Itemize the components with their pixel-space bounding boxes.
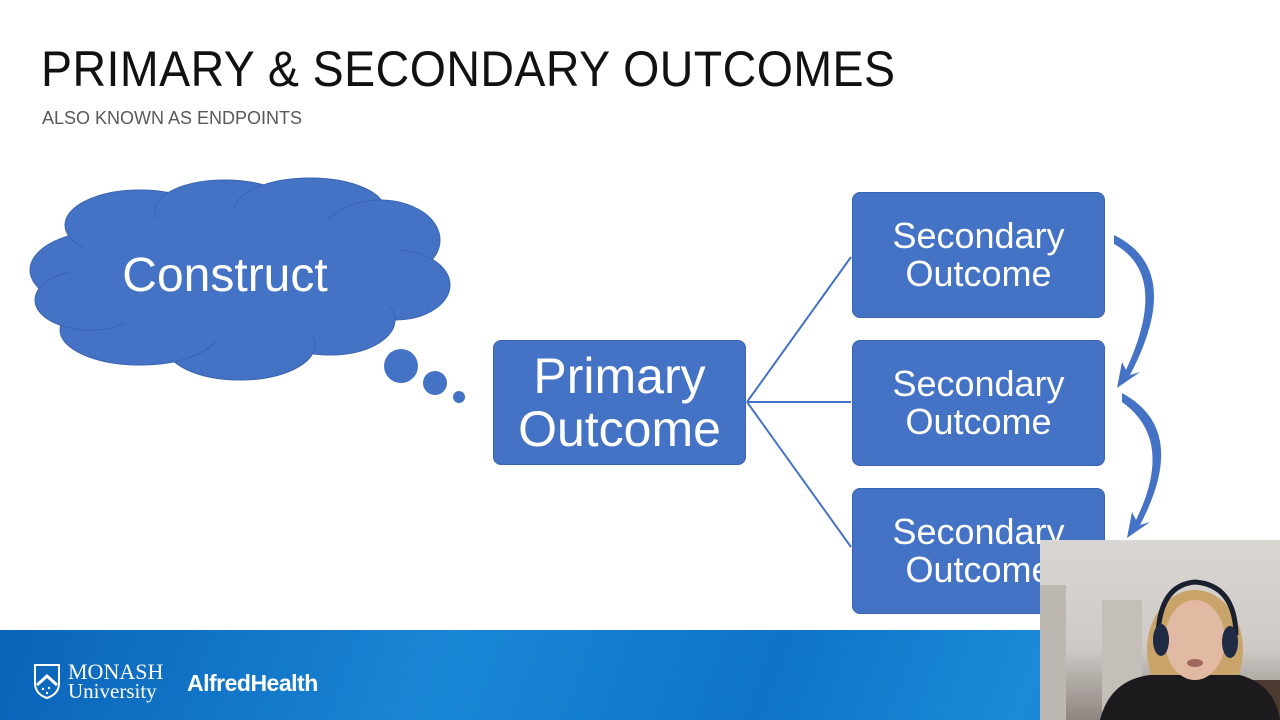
secondary-line1: Secondary <box>892 511 1065 553</box>
connector-1 <box>746 256 852 403</box>
curved-arrow-2 <box>1122 393 1162 538</box>
slide-title: PRIMARY & SECONDARY OUTCOMES <box>41 41 896 97</box>
primary-outcome-box: Primary Outcome <box>493 340 746 465</box>
construct-label: Construct <box>122 249 328 302</box>
secondary-line2: Outcome <box>905 253 1052 294</box>
monash-crest-icon <box>34 664 60 700</box>
curved-arrow-1 <box>1114 235 1155 388</box>
construct-cloud <box>29 177 451 381</box>
connectors <box>746 256 852 548</box>
presenter-video-frame <box>1040 579 1280 720</box>
monash-logo: MONASH University <box>32 659 164 703</box>
curved-arrows <box>1114 235 1162 538</box>
thought-bubble-medium <box>423 371 447 395</box>
secondary-line2: Outcome <box>905 401 1052 442</box>
secondary-line2: Outcome <box>905 549 1052 590</box>
monash-line1: MONASH <box>68 659 164 684</box>
presenter-webcam <box>1040 540 1280 720</box>
thought-bubble-large <box>384 349 418 383</box>
secondary-line1: Secondary <box>892 215 1065 257</box>
primary-line1: Primary <box>533 348 706 404</box>
slide-subtitle: ALSO KNOWN AS ENDPOINTS <box>42 108 303 128</box>
alfred-health-logo: AlfredHealth <box>187 670 318 696</box>
monash-line2: University <box>68 678 157 703</box>
thought-bubble-small <box>453 391 465 403</box>
secondary-outcome-box-1: Secondary Outcome <box>852 192 1105 318</box>
secondary-line1: Secondary <box>892 363 1065 405</box>
secondary-outcome-box-2: Secondary Outcome <box>852 340 1105 466</box>
connector-3 <box>746 401 852 548</box>
primary-line2: Outcome <box>518 400 721 457</box>
